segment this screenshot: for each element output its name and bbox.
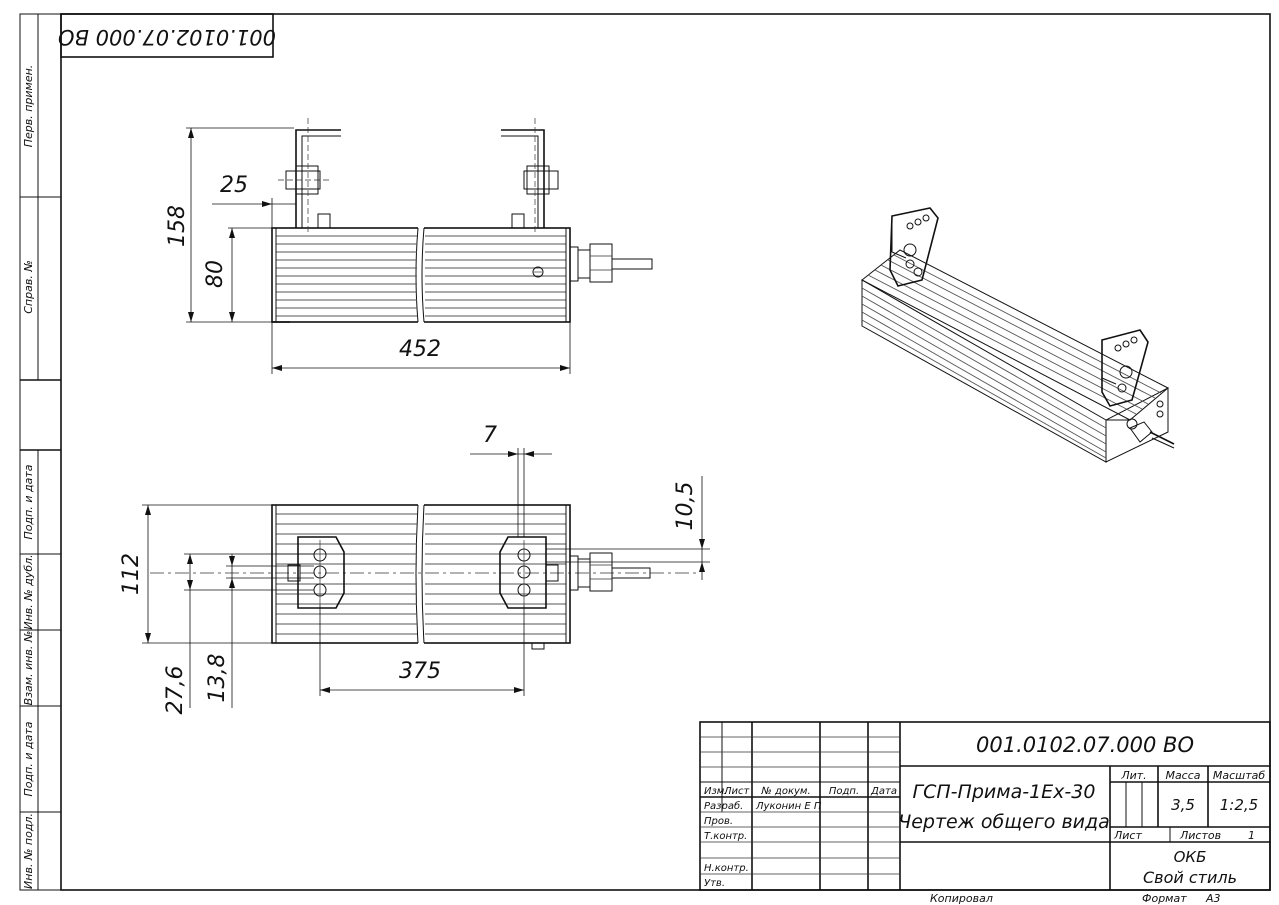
hdr-lit: Лит. bbox=[1120, 769, 1146, 782]
dim-25: 25 bbox=[220, 173, 248, 198]
drawing-type: Чертеж общего вида bbox=[898, 811, 1110, 833]
dim-27-6: 27,6 bbox=[163, 666, 188, 715]
dim-13-8: 13,8 bbox=[205, 654, 230, 703]
side-perv-primen: Перв. примен. bbox=[22, 65, 35, 148]
sheet-label: Лист bbox=[1113, 829, 1142, 842]
hdr-date: Дата bbox=[870, 786, 897, 797]
sheets-count: 1 bbox=[1248, 829, 1255, 842]
side-stamps: Перв. примен. Справ. № Подп. и дата Инв.… bbox=[20, 14, 61, 890]
hdr-doc-no: № докум. bbox=[760, 786, 810, 797]
role-razrab-name: Луконин Е П bbox=[755, 801, 822, 812]
role-tkontr: Т.контр. bbox=[704, 831, 747, 842]
scale-value: 1:2,5 bbox=[1220, 796, 1258, 814]
dim-7: 7 bbox=[483, 423, 497, 448]
iso-bracket-right bbox=[1101, 329, 1149, 407]
top-code-text: 001.0102.07.000 ВО bbox=[58, 25, 276, 49]
dim-158: 158 bbox=[165, 205, 190, 247]
side-inv-dubl: Инв. № дубл. bbox=[22, 554, 35, 629]
copied-label: Копировал bbox=[930, 892, 993, 905]
cable-gland-top bbox=[569, 243, 653, 283]
cable-gland-plan bbox=[569, 552, 651, 592]
title-block: Изм. Лист № докум. Подп. Дата Разраб. Лу… bbox=[699, 721, 1271, 891]
side-elevation-view: 158 80 25 452 bbox=[165, 118, 653, 374]
format-value: A3 bbox=[1205, 892, 1221, 905]
bracket-left bbox=[278, 118, 341, 235]
top-code-box: 001.0102.07.000 ВО bbox=[58, 13, 276, 58]
mount-plate-left bbox=[287, 536, 345, 609]
role-nkontr: Н.контр. bbox=[704, 863, 749, 874]
dim-452: 452 bbox=[399, 337, 441, 362]
dim-10-5: 10,5 bbox=[673, 482, 698, 531]
side-podp-data-1: Подп. и дата bbox=[22, 464, 35, 539]
iso-bracket-left bbox=[889, 207, 939, 287]
mount-plate-right bbox=[499, 536, 559, 609]
hdr-list: Лист bbox=[723, 786, 751, 797]
side-podp-data-2: Подп. и дата bbox=[22, 721, 35, 796]
dept-name: ОКБ bbox=[1174, 848, 1207, 866]
product-name: ГСП-Прима-1Ех-30 bbox=[913, 781, 1096, 803]
side-inv-podl: Инв. № подл. bbox=[22, 813, 35, 889]
isometric-view bbox=[861, 207, 1175, 463]
format-label: Формат bbox=[1142, 892, 1187, 905]
dim-375: 375 bbox=[399, 659, 441, 684]
doc-code: 001.0102.07.000 ВО bbox=[976, 733, 1194, 757]
hdr-sign: Подп. bbox=[829, 786, 859, 797]
role-razrab: Разраб. bbox=[704, 800, 743, 812]
side-vzam-inv: Взам. инв. № bbox=[22, 631, 35, 706]
fins-top bbox=[276, 235, 566, 317]
side-sprav-no: Справ. № bbox=[22, 260, 35, 314]
bracket-right bbox=[501, 118, 559, 235]
company-name: Свой стиль bbox=[1143, 868, 1237, 887]
plan-view: 7 10,5 112 27,6 13,8 375 bbox=[119, 423, 710, 714]
hdr-izm: Изм. bbox=[704, 786, 728, 797]
sheets-label: Листов bbox=[1179, 829, 1221, 842]
hdr-scale: Масштаб bbox=[1213, 769, 1265, 782]
hdr-mass: Масса bbox=[1165, 769, 1200, 782]
dim-80: 80 bbox=[203, 260, 228, 288]
mass-value: 3,5 bbox=[1171, 796, 1195, 814]
dim-112: 112 bbox=[119, 553, 144, 595]
outer-frame bbox=[19, 13, 1271, 891]
role-prov: Пров. bbox=[704, 816, 733, 827]
inner-frame bbox=[60, 13, 1271, 891]
fins-plan bbox=[276, 513, 566, 635]
role-utv: Утв. bbox=[704, 878, 725, 889]
